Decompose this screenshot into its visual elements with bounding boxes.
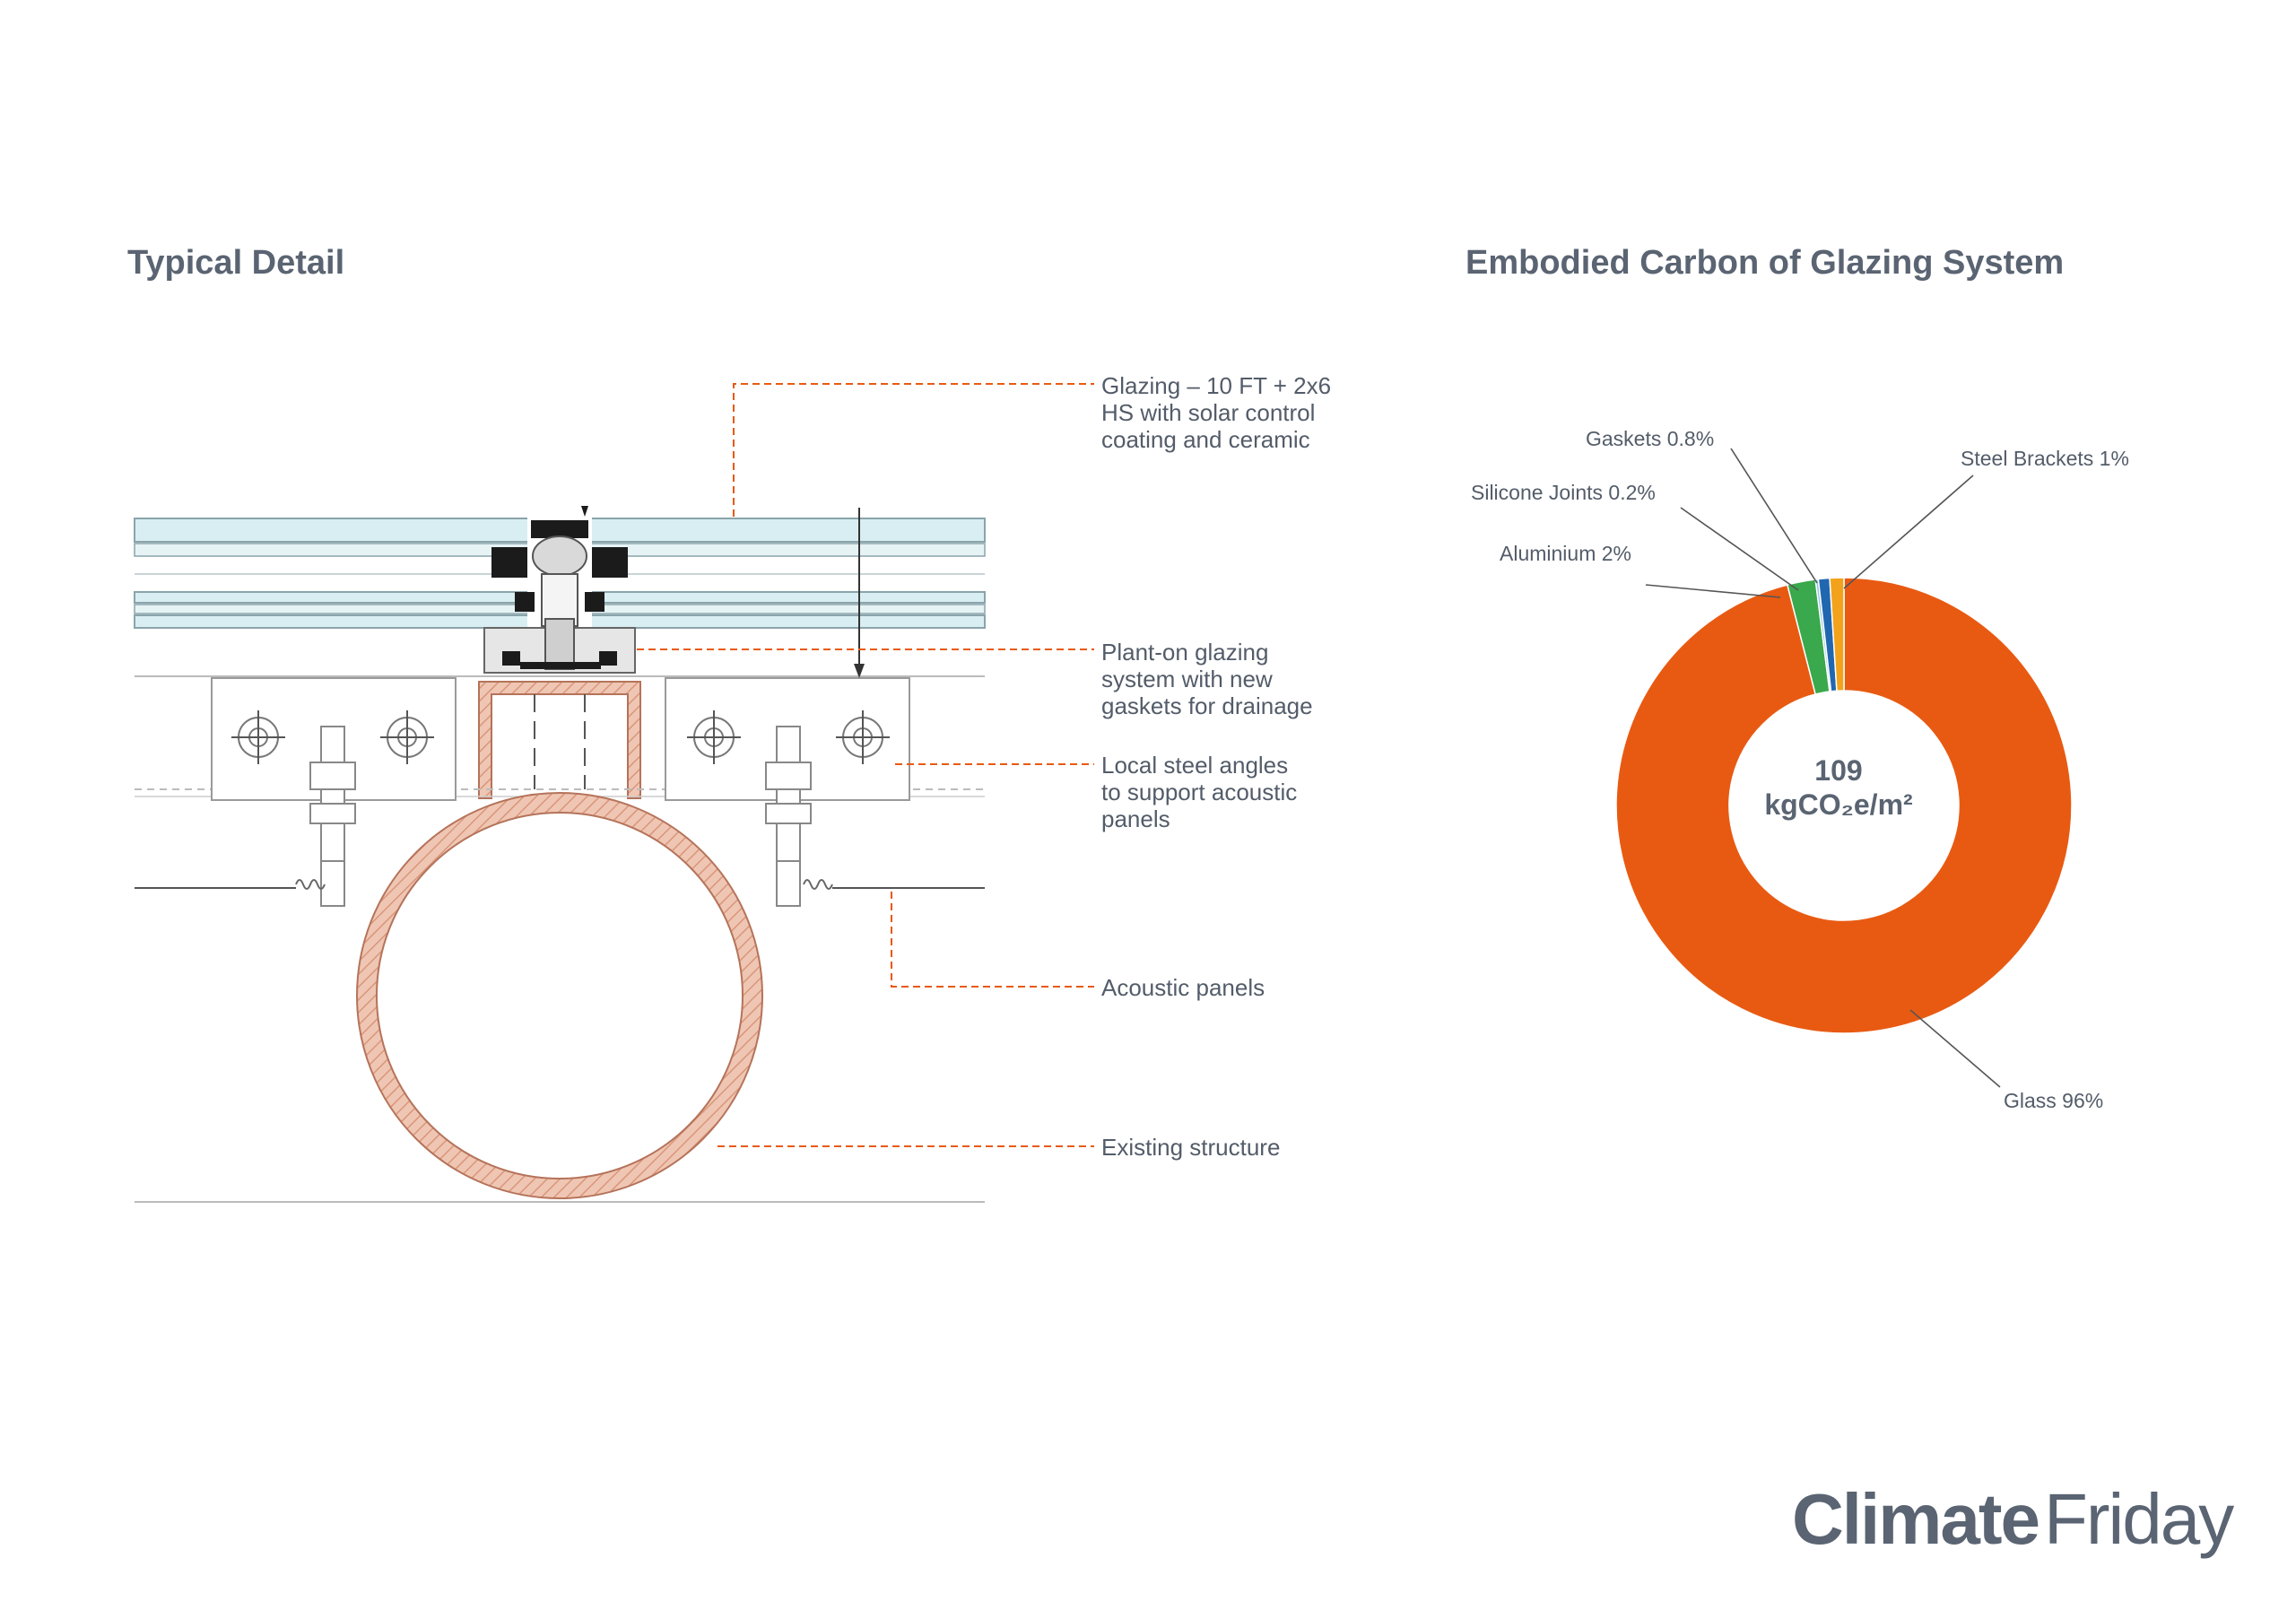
pie-label-silicone-joints: Silicone Joints 0.2% bbox=[1471, 481, 1656, 504]
callout-acoustic-panels: Acoustic panels bbox=[1101, 974, 1265, 1001]
brand-light: Friday bbox=[2043, 1479, 2234, 1559]
callout-steel-angles: Local steel angles to support acoustic p… bbox=[1101, 752, 1298, 832]
steel-channel bbox=[478, 681, 641, 799]
glazing-clamp bbox=[483, 506, 636, 674]
pie-label-gaskets: Gaskets 0.8% bbox=[1586, 427, 1715, 450]
donut-slice-0 bbox=[1615, 577, 2073, 1034]
pie-label-steel-brackets: Steel Brackets 1% bbox=[1961, 447, 2129, 470]
leader-lines bbox=[637, 383, 1094, 1147]
callout-plant-on-glazing: Plant-on glazing system with new gaskets… bbox=[1101, 639, 1313, 719]
center-unit: kgCO₂e/m² bbox=[1764, 788, 1913, 821]
chart-title: Embodied Carbon of Glazing System bbox=[1465, 244, 2065, 282]
steel-angle-right bbox=[665, 677, 910, 907]
climate-friday-logo: ClimateFriday bbox=[1792, 1478, 2234, 1561]
detail-title: Typical Detail bbox=[127, 244, 345, 282]
callout-existing-structure: Existing structure bbox=[1101, 1134, 1281, 1161]
pie-leader-lines bbox=[1645, 448, 2001, 1088]
pie-label-glass: Glass 96% bbox=[2004, 1089, 2104, 1112]
existing-structure-tube bbox=[356, 792, 763, 1199]
brand-bold: Climate bbox=[1792, 1479, 2040, 1559]
steel-angle-left bbox=[211, 677, 457, 907]
pie-label-aluminium: Aluminium 2% bbox=[1500, 542, 1631, 565]
embodied-carbon-donut bbox=[1615, 577, 2073, 1034]
donut-slice-4 bbox=[1829, 577, 1845, 692]
donut-center-value: 109 kgCO₂e/m² bbox=[1704, 753, 1973, 822]
callout-glazing: Glazing – 10 FT + 2x6 HS with solar cont… bbox=[1101, 372, 1332, 453]
center-number: 109 bbox=[1814, 754, 1863, 787]
dimension-arrow bbox=[854, 508, 865, 678]
